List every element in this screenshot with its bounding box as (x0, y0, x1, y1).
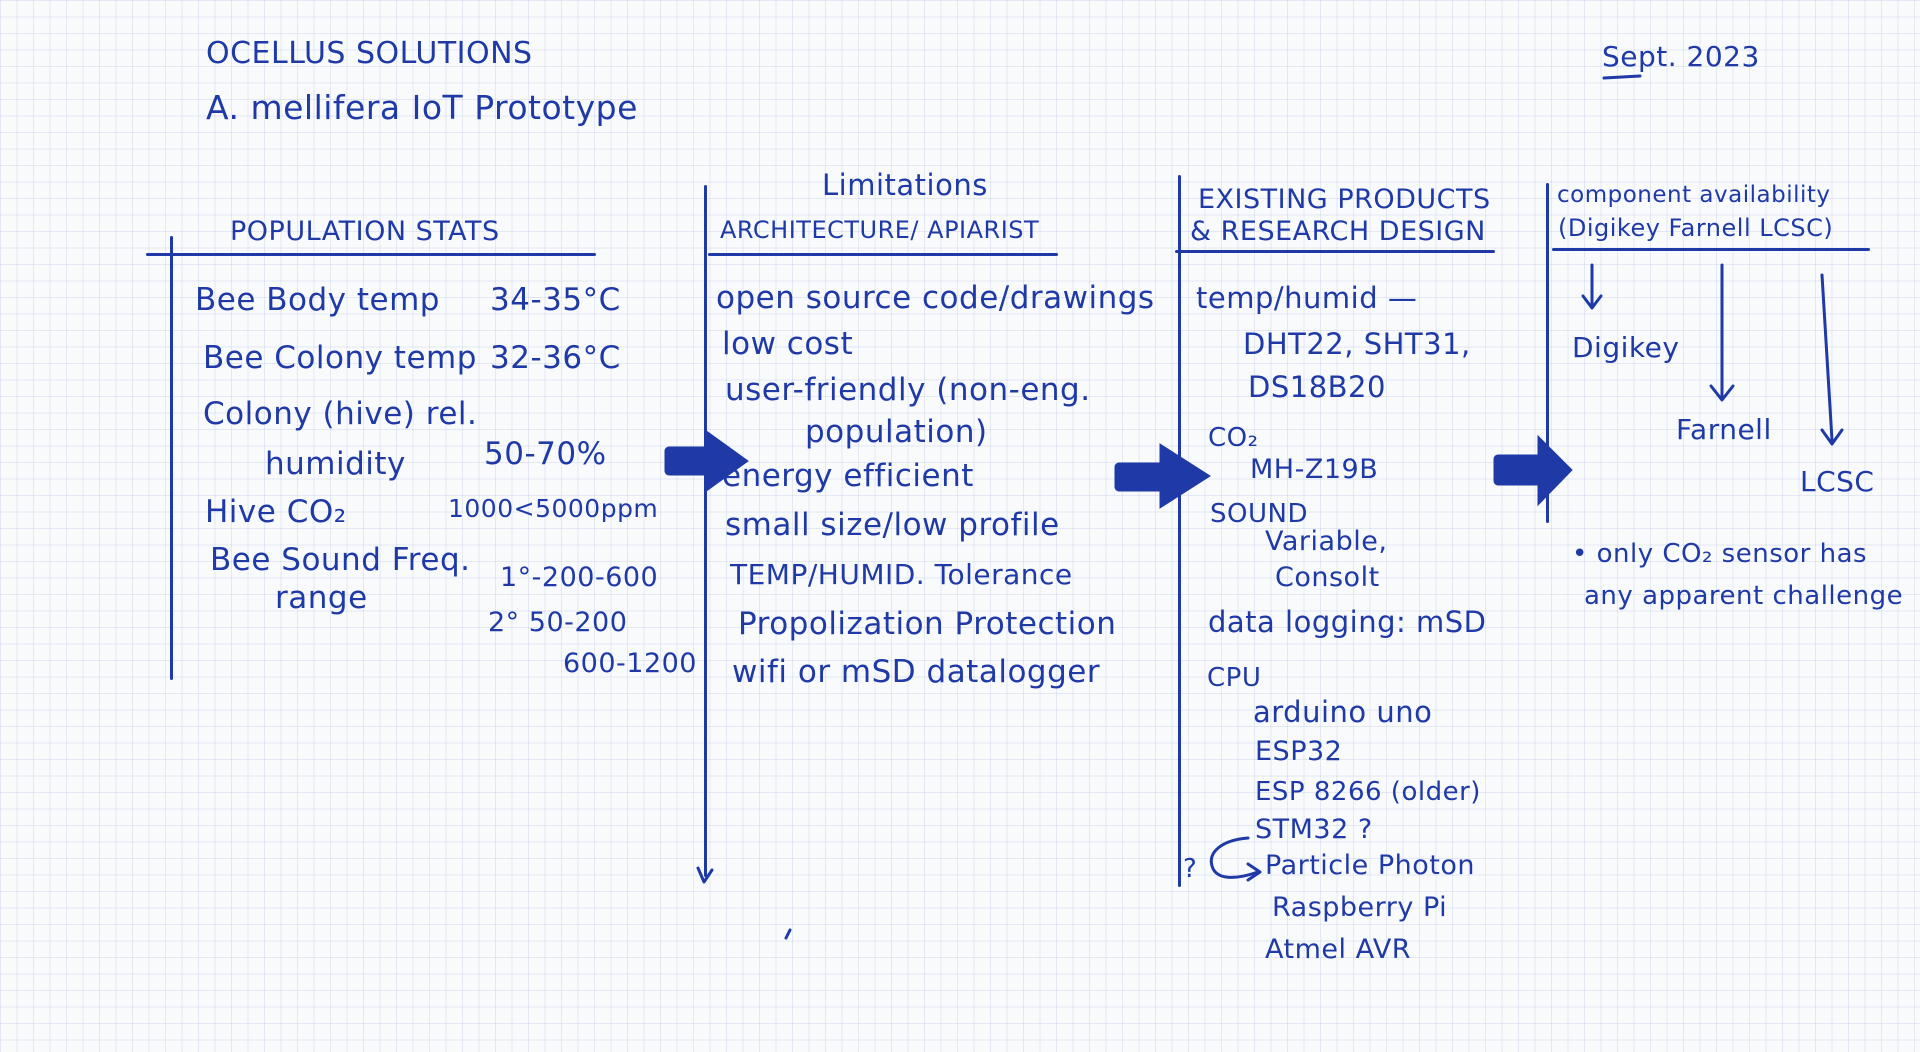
existing-line: CPU (1207, 663, 1262, 693)
row-label: range (275, 580, 368, 616)
existing-line: temp/humid — (1196, 281, 1418, 315)
existing-line: CO₂ (1208, 423, 1259, 453)
row-label: Bee Sound Freq. (210, 542, 471, 578)
availability-header-rule (1552, 248, 1870, 251)
limitation-item: open source code/drawings (716, 280, 1155, 316)
limitation-item: TEMP/HUMID. Tolerance (730, 558, 1073, 591)
flow-arrow-icon (664, 429, 749, 493)
vendor-farnell: Farnell (1676, 413, 1772, 446)
existing-line: Variable, (1265, 526, 1388, 557)
availability-note: any apparent challenge (1584, 581, 1904, 611)
row-value: 32-36°C (490, 340, 621, 376)
existing-products-subheading: & RESEARCH DESIGN (1190, 216, 1486, 247)
existing-line: STM32 ? (1255, 814, 1373, 845)
availability-subheading: (Digikey Farnell LCSC) (1558, 214, 1834, 242)
existing-line: MH-Z19B (1250, 454, 1379, 485)
existing-line: SOUND (1210, 499, 1308, 529)
limitation-item: Propolization Protection (738, 606, 1117, 642)
limitations-subheading: ARCHITECTURE/ APIARIST (720, 216, 1040, 244)
row-label: Colony (hive) rel. (203, 396, 478, 432)
row-label: Bee Colony temp (203, 340, 477, 376)
availability-heading: component availability (1557, 182, 1831, 208)
flow-arrow-icon (1114, 443, 1211, 509)
existing-column-rule (1178, 175, 1181, 887)
row-value: 1°-200-600 (500, 562, 659, 593)
row-value: 2° 50-200 (488, 607, 628, 638)
project-title: A. mellifera IoT Prototype (206, 88, 638, 127)
vendor-digikey: Digikey (1572, 331, 1680, 364)
row-value: 600-1200 (563, 648, 697, 679)
down-arrow-icon (1820, 273, 1844, 446)
existing-line: data logging: mSD (1208, 605, 1487, 639)
population-column-rule (170, 236, 173, 680)
rule-end-mark (696, 866, 714, 884)
limitations-column-rule (704, 185, 707, 877)
population-stats-heading: POPULATION STATS (230, 216, 500, 247)
availability-column-rule (1546, 183, 1549, 523)
existing-line: Atmel AVR (1265, 934, 1412, 965)
existing-line: Particle Photon (1265, 850, 1475, 881)
flow-arrow-icon (1493, 434, 1573, 507)
company-name: OCELLUS SOLUTIONS (206, 36, 533, 71)
existing-line: DHT22, SHT31, (1243, 327, 1471, 361)
date-underline (1602, 74, 1642, 80)
existing-line: ESP32 (1255, 736, 1343, 767)
existing-products-heading: EXISTING PRODUCTS (1198, 184, 1491, 215)
down-arrow-icon (1581, 263, 1603, 310)
limitation-item: wifi or mSD datalogger (732, 654, 1101, 690)
row-value: 34-35°C (490, 282, 621, 318)
limitation-item: low cost (722, 326, 854, 362)
limitations-header-rule (708, 253, 1058, 256)
ink-speck (784, 928, 792, 940)
existing-line: ESP 8266 (older) (1255, 777, 1481, 807)
existing-line: Raspberry Pi (1272, 892, 1448, 923)
limitations-heading: Limitations (822, 168, 988, 202)
row-value: 1000<5000ppm (448, 494, 659, 523)
population-header-rule (146, 253, 596, 256)
availability-note: • only CO₂ sensor has (1572, 539, 1868, 569)
row-label: Hive CO₂ (205, 494, 347, 530)
row-label: Bee Body temp (195, 282, 440, 318)
limitation-item: energy efficient (722, 458, 974, 494)
date-label: Sept. 2023 (1602, 40, 1760, 73)
vendor-lcsc: LCSC (1800, 465, 1875, 498)
existing-line: arduino uno (1253, 695, 1433, 729)
limitation-item: small size/low profile (725, 507, 1060, 543)
row-value: 50-70% (484, 436, 607, 472)
existing-line: DS18B20 (1248, 370, 1386, 404)
down-arrow-icon (1709, 263, 1735, 402)
limitation-item: user-friendly (non-eng. (725, 372, 1091, 408)
limitation-item: population) (805, 414, 988, 450)
row-label: humidity (265, 446, 406, 482)
curved-arrow-icon (1209, 836, 1262, 882)
existing-line: Consolt (1275, 562, 1380, 593)
question-mark: ? (1183, 854, 1198, 884)
existing-header-rule (1175, 250, 1495, 253)
